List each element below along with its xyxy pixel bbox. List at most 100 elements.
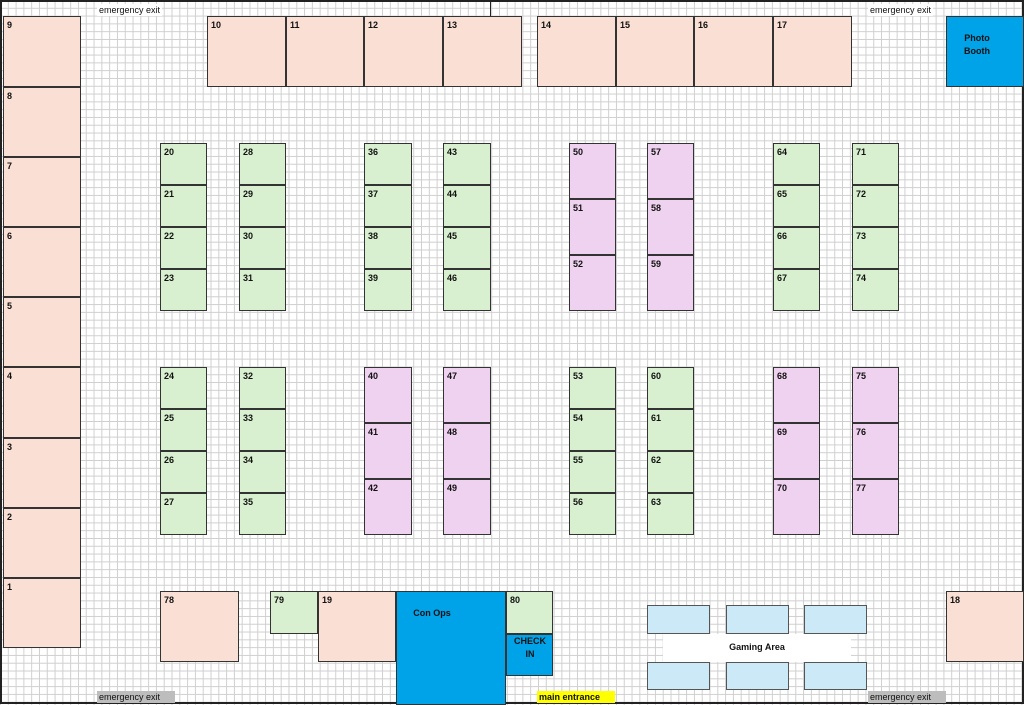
booth-20[interactable]: 20 — [160, 143, 207, 185]
gaming-area-floor — [663, 634, 851, 662]
booth-64[interactable]: 64 — [773, 143, 820, 185]
booth-76[interactable]: 76 — [852, 423, 899, 479]
booth-30[interactable]: 30 — [239, 227, 286, 269]
booth-49[interactable]: 49 — [443, 479, 491, 535]
booth-53[interactable]: 53 — [569, 367, 616, 409]
main-entrance: main entrance — [537, 691, 615, 703]
booth-9[interactable]: 9 — [3, 16, 81, 87]
con-ops[interactable] — [396, 591, 506, 705]
booth-19[interactable]: 19 — [318, 591, 396, 662]
booth-67[interactable]: 67 — [773, 269, 820, 311]
booth-73[interactable]: 73 — [852, 227, 899, 269]
photo-booth-label: Photo Booth — [964, 33, 990, 56]
booth-52[interactable]: 52 — [569, 255, 616, 311]
booth-63[interactable]: 63 — [647, 493, 694, 535]
booth-5[interactable]: 5 — [3, 297, 81, 367]
booth-4[interactable]: 4 — [3, 367, 81, 438]
booth-16[interactable]: 16 — [694, 16, 773, 87]
gaming-table-top-1[interactable] — [647, 605, 710, 634]
gaming-table-bottom-3[interactable] — [804, 662, 867, 690]
booth-57[interactable]: 57 — [647, 143, 694, 199]
booth-34[interactable]: 34 — [239, 451, 286, 493]
booth-61[interactable]: 61 — [647, 409, 694, 451]
emergency-exit-bottom-left: emergency exit — [97, 691, 175, 703]
booth-42[interactable]: 42 — [364, 479, 412, 535]
booth-66[interactable]: 66 — [773, 227, 820, 269]
booth-62[interactable]: 62 — [647, 451, 694, 493]
booth-1[interactable]: 1 — [3, 578, 81, 648]
booth-37[interactable]: 37 — [364, 185, 412, 227]
booth-32[interactable]: 32 — [239, 367, 286, 409]
top-wall-divider — [490, 2, 491, 16]
booth-33[interactable]: 33 — [239, 409, 286, 451]
booth-23[interactable]: 23 — [160, 269, 207, 311]
booth-2[interactable]: 2 — [3, 508, 81, 578]
booth-44[interactable]: 44 — [443, 185, 491, 227]
booth-31[interactable]: 31 — [239, 269, 286, 311]
booth-70[interactable]: 70 — [773, 479, 820, 535]
booth-54[interactable]: 54 — [569, 409, 616, 451]
booth-77[interactable]: 77 — [852, 479, 899, 535]
emergency-exit-top-right: emergency exit — [868, 4, 934, 16]
booth-51[interactable]: 51 — [569, 199, 616, 255]
booth-38[interactable]: 38 — [364, 227, 412, 269]
booth-28[interactable]: 28 — [239, 143, 286, 185]
booth-17[interactable]: 17 — [773, 16, 852, 87]
booth-46[interactable]: 46 — [443, 269, 491, 311]
booth-35[interactable]: 35 — [239, 493, 286, 535]
booth-24[interactable]: 24 — [160, 367, 207, 409]
booth-29[interactable]: 29 — [239, 185, 286, 227]
booth-72[interactable]: 72 — [852, 185, 899, 227]
booth-41[interactable]: 41 — [364, 423, 412, 479]
booth-80[interactable]: 80 — [506, 591, 553, 634]
booth-36[interactable]: 36 — [364, 143, 412, 185]
booth-10[interactable]: 10 — [207, 16, 286, 87]
booth-12[interactable]: 12 — [364, 16, 443, 87]
booth-43[interactable]: 43 — [443, 143, 491, 185]
booth-13[interactable]: 13 — [443, 16, 522, 87]
booth-15[interactable]: 15 — [616, 16, 694, 87]
booth-6[interactable]: 6 — [3, 227, 81, 297]
booth-56[interactable]: 56 — [569, 493, 616, 535]
booth-27[interactable]: 27 — [160, 493, 207, 535]
gaming-table-bottom-1[interactable] — [647, 662, 710, 690]
booth-47[interactable]: 47 — [443, 367, 491, 423]
gaming-table-top-3[interactable] — [804, 605, 867, 634]
emergency-exit-bottom-right: emergency exit — [868, 691, 946, 703]
booth-48[interactable]: 48 — [443, 423, 491, 479]
booth-50[interactable]: 50 — [569, 143, 616, 199]
booth-45[interactable]: 45 — [443, 227, 491, 269]
booth-60[interactable]: 60 — [647, 367, 694, 409]
booth-40[interactable]: 40 — [364, 367, 412, 423]
con-ops-label: Con Ops — [413, 608, 451, 618]
booth-8[interactable]: 8 — [3, 87, 81, 157]
gaming-area-label: Gaming Area — [729, 642, 785, 652]
booth-3[interactable]: 3 — [3, 438, 81, 508]
booth-18[interactable]: 18 — [946, 591, 1024, 662]
booth-55[interactable]: 55 — [569, 451, 616, 493]
photo-booth[interactable] — [946, 16, 1024, 87]
booth-75[interactable]: 75 — [852, 367, 899, 423]
booth-25[interactable]: 25 — [160, 409, 207, 451]
booth-26[interactable]: 26 — [160, 451, 207, 493]
booth-11[interactable]: 11 — [286, 16, 364, 87]
booth-74[interactable]: 74 — [852, 269, 899, 311]
booth-7[interactable]: 7 — [3, 157, 81, 227]
gaming-table-bottom-2[interactable] — [726, 662, 789, 690]
booth-22[interactable]: 22 — [160, 227, 207, 269]
booth-79[interactable]: 79 — [270, 591, 318, 634]
booth-58[interactable]: 58 — [647, 199, 694, 255]
booth-68[interactable]: 68 — [773, 367, 820, 423]
booth-14[interactable]: 14 — [537, 16, 616, 87]
booth-65[interactable]: 65 — [773, 185, 820, 227]
booth-71[interactable]: 71 — [852, 143, 899, 185]
gaming-table-top-2[interactable] — [726, 605, 789, 634]
check-in[interactable] — [506, 634, 553, 676]
booth-59[interactable]: 59 — [647, 255, 694, 311]
booth-69[interactable]: 69 — [773, 423, 820, 479]
booth-39[interactable]: 39 — [364, 269, 412, 311]
check-in-label: CHECK IN — [513, 636, 546, 659]
booth-21[interactable]: 21 — [160, 185, 207, 227]
booth-78[interactable]: 78 — [160, 591, 239, 662]
